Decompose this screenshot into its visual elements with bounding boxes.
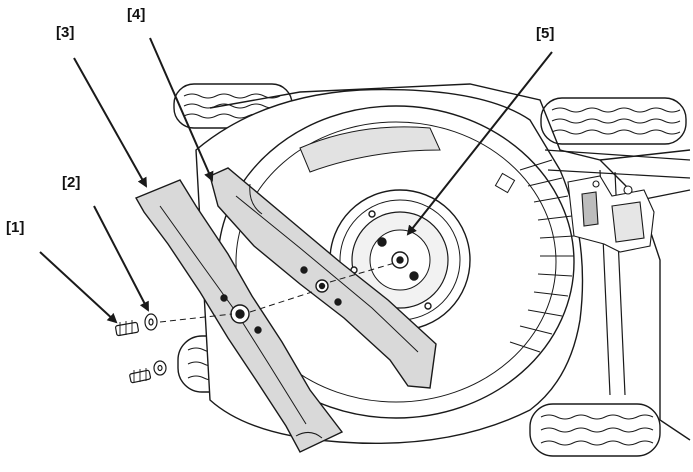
bolt-lower bbox=[129, 368, 152, 384]
leader-5 bbox=[406, 51, 553, 236]
callout-4: [4] bbox=[127, 6, 146, 23]
blade-lower bbox=[134, 179, 344, 453]
front-right-wheel bbox=[529, 403, 661, 457]
callout-1: [1] bbox=[6, 219, 25, 236]
leader-4 bbox=[149, 37, 214, 182]
leader-lines bbox=[39, 37, 553, 324]
leader-2 bbox=[93, 205, 149, 312]
washer-upper bbox=[144, 313, 158, 331]
rear-right-wheel bbox=[540, 97, 687, 145]
washer-lower bbox=[153, 360, 167, 376]
bolt-upper bbox=[115, 320, 139, 337]
callout-5: [5] bbox=[536, 25, 555, 42]
assembly-axis bbox=[159, 261, 399, 323]
leader-3 bbox=[73, 57, 147, 188]
callout-3: [3] bbox=[56, 24, 75, 41]
callout-2: [2] bbox=[62, 174, 81, 191]
engine-bracket bbox=[567, 175, 655, 253]
blade-upper bbox=[209, 167, 437, 389]
leader-1 bbox=[39, 251, 118, 324]
housing-vents bbox=[509, 159, 575, 353]
